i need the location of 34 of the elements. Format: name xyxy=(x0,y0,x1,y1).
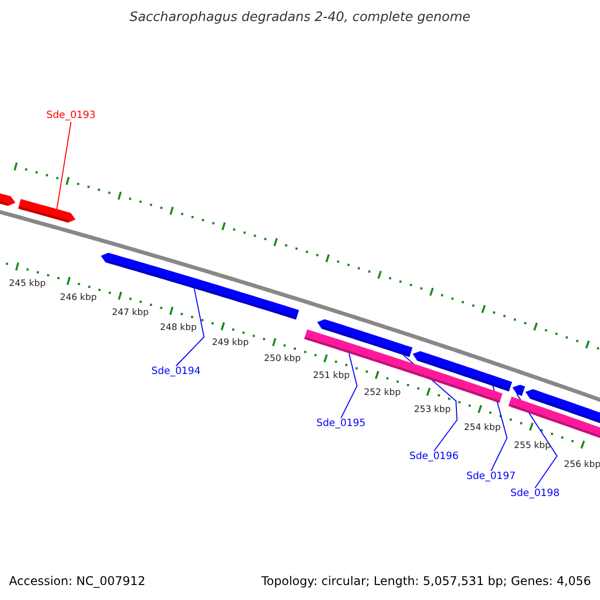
accession-note: Accession: NC_007912 xyxy=(9,575,146,587)
scale-tick-label: 248 kbp xyxy=(160,324,196,333)
gene-label: Sde_0193 xyxy=(45,110,97,122)
gene-segment xyxy=(18,199,76,223)
leader-line xyxy=(490,386,508,472)
scale-tick-label: 250 kbp xyxy=(264,355,300,364)
scale-tick-label: 255 kbp xyxy=(514,442,550,451)
scale-tick-label: 245 kbp xyxy=(9,280,45,289)
gene-label: Sde_0194 xyxy=(150,366,202,378)
scale-tick-label: 253 kbp xyxy=(414,406,450,415)
gene-label: Sde_0197 xyxy=(465,471,517,483)
gene-segment xyxy=(508,396,600,440)
gene-label: Sde_0195 xyxy=(315,418,367,430)
title: Saccharophagus degradans 2-40, complete genome xyxy=(128,11,472,24)
gene-segment xyxy=(0,192,16,206)
scale-tick-label: 247 kbp xyxy=(112,309,148,318)
leader-line xyxy=(176,288,205,366)
genome-summary-note: Topology: circular; Length: 5,057,531 bp; Genes: 4,056 xyxy=(261,575,591,587)
gene-label: Sde_0196 xyxy=(408,451,460,463)
gene-segment xyxy=(317,319,413,358)
scale-tick-label: 256 kbp xyxy=(564,461,600,470)
gene-label: Sde_0198 xyxy=(509,488,561,500)
leader-line xyxy=(340,352,358,418)
gene-segment xyxy=(304,329,503,403)
scale-tick-label: 249 kbp xyxy=(212,339,248,348)
scale-tick-label: 252 kbp xyxy=(364,389,400,398)
gene-segment xyxy=(525,389,600,426)
leader-line xyxy=(516,394,558,488)
scale-tick-label: 254 kbp xyxy=(464,424,500,433)
gene-segment xyxy=(412,351,512,392)
gene-segment xyxy=(512,384,526,396)
scale-tick-label: 251 kbp xyxy=(313,372,349,381)
gene-segment xyxy=(100,252,299,320)
leader-line xyxy=(56,122,72,210)
